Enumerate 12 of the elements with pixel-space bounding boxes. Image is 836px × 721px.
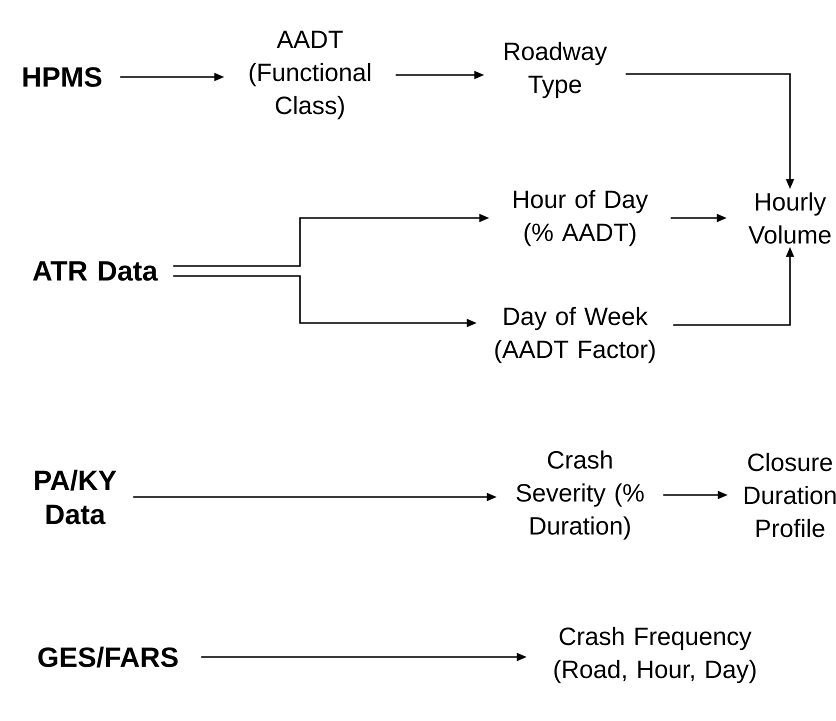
source-label: HPMS [23,67,102,87]
step-label: AADT (Functional Class) [250,30,370,120]
source-label: GES/FARS [38,646,178,668]
step-label: Crash Severity (% Duration) [516,450,644,540]
step-label: Day of Week (AADT Factor) [495,306,655,364]
source-label: PA/KY Data [35,470,116,524]
step-label: Hourly Volume [748,192,831,244]
step-label: Hour of Day (% AADT) [514,190,648,246]
step-label: Closure Duration Profile [744,452,836,538]
step-label: Roadway Type [504,42,608,98]
step-label: Crash Frequency (Road, Hour, Day) [554,626,756,684]
source-label: ATR Data [32,261,158,281]
